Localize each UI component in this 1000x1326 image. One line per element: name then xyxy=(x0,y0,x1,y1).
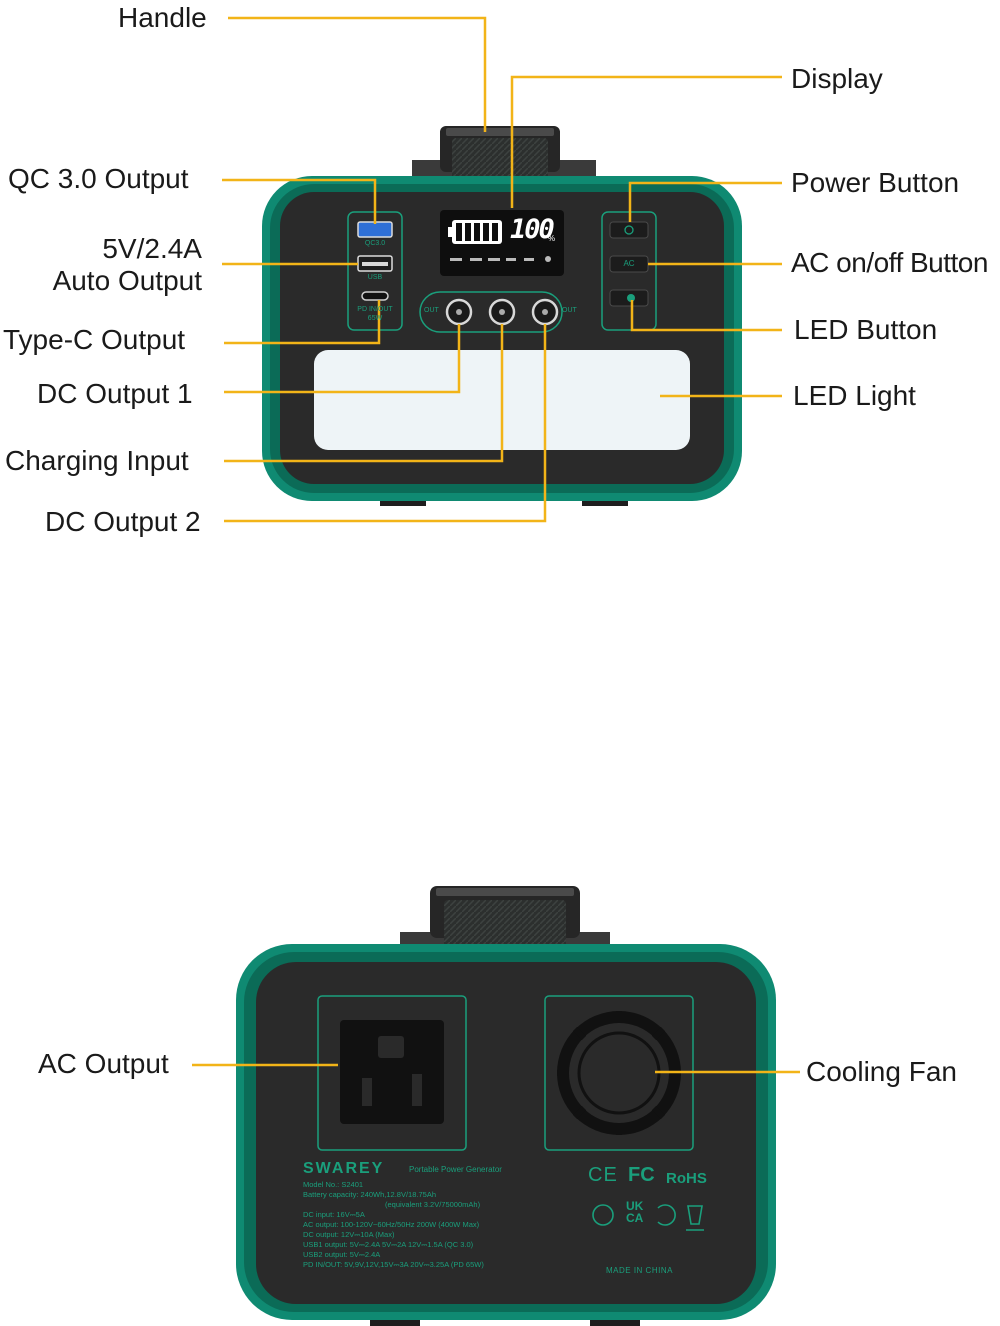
back-leader-lines xyxy=(192,1063,800,1074)
dc-output-2-port xyxy=(531,298,559,326)
display-icons-row xyxy=(450,256,551,262)
leader-handle xyxy=(228,16,487,132)
ac-outlet-frame xyxy=(317,995,467,1151)
spec-line: (equivalent 3.2V/75000mAh) xyxy=(385,1200,481,1209)
label-usb-auto-output-line1: 5V/2.4A xyxy=(102,233,202,264)
cert-ukca: UK CA xyxy=(626,1199,644,1225)
usb-port-text: USB xyxy=(367,274,383,281)
spec-line: Model No.: S2401 xyxy=(303,1180,364,1189)
battery-bar xyxy=(483,223,489,241)
label-dc-output-2: DC Output 2 xyxy=(45,506,201,537)
label-led-light: LED Light xyxy=(793,380,916,411)
back-device xyxy=(236,886,776,1326)
leader-typec xyxy=(224,300,381,345)
label-ac-button: AC on/off Button xyxy=(791,247,988,278)
spec-line: USB1 output: 5V⎓2.4A 5V⎓2A 12V⎓1.5A (QC … xyxy=(303,1240,474,1249)
label-qc30-output: QC 3.0 Output xyxy=(8,163,189,194)
display-unit: % xyxy=(548,234,556,243)
cert-rohs: RoHS xyxy=(666,1170,707,1187)
spec-line: PD IN/OUT: 5V,9V,12V,15V⎓3A 20V⎓3.25A (P… xyxy=(303,1260,484,1269)
pd-port-text-line2: 65W xyxy=(367,315,383,322)
power-icon xyxy=(624,225,634,235)
brand-subtitle: Portable Power Generator xyxy=(409,1165,502,1174)
cert-fc: FC xyxy=(628,1164,655,1186)
battery-bars xyxy=(456,223,498,241)
leader-display xyxy=(510,75,782,208)
cooling-fan-grille xyxy=(557,1011,681,1135)
dc-output-1-port xyxy=(445,298,473,326)
label-dc-output-1: DC Output 1 xyxy=(37,378,193,409)
label-ac-output: AC Output xyxy=(38,1048,169,1079)
label-usb-auto-output-line2: Auto Output xyxy=(52,265,202,296)
display-value: 100 xyxy=(510,214,555,245)
qc30-usb-port xyxy=(357,221,393,238)
label-charging-input: Charging Input xyxy=(5,445,189,476)
label-handle: Handle xyxy=(118,2,207,33)
dc-port-group xyxy=(419,291,563,333)
spec-line: USB2 output: 5V⎓2.4A xyxy=(303,1250,381,1259)
label-led-button: LED Button xyxy=(794,314,938,345)
spec-line: DC output: 12V⎓10A (Max) xyxy=(303,1230,395,1239)
charging-input-port xyxy=(488,298,516,326)
spec-line: DC input: 16V⎓5A xyxy=(303,1210,365,1219)
brand-logo: SWAREY xyxy=(303,1160,385,1177)
leader-power xyxy=(628,181,782,222)
battery-bar xyxy=(465,223,471,241)
label-typec-output: Type-C Output xyxy=(3,324,186,355)
ac-outlet xyxy=(340,1020,444,1124)
typec-port xyxy=(361,291,389,301)
ac-button-text: AC xyxy=(623,259,635,268)
fcc-circle-icon xyxy=(592,1204,614,1226)
label-display: Display xyxy=(791,63,883,94)
back-handle xyxy=(400,886,610,956)
power-button xyxy=(609,221,649,239)
leader-dc1 xyxy=(224,324,461,394)
battery-bar xyxy=(492,223,498,241)
pd-port-text-line1: PD IN/OUT xyxy=(357,306,393,313)
leader-led-button xyxy=(630,300,782,332)
leader-charging xyxy=(224,324,504,463)
front-leader-lines xyxy=(222,16,782,523)
label-power-button: Power Button xyxy=(791,167,960,198)
dc-out-right-text: OUT xyxy=(562,307,577,314)
label-cooling-fan: Cooling Fan xyxy=(806,1056,957,1087)
battery-bar xyxy=(474,223,480,241)
leader-qc30 xyxy=(222,178,377,224)
dc-out-left-text: OUT xyxy=(424,307,439,314)
front-device xyxy=(262,126,742,506)
spec-line: AC output: 100-120V~60Hz/50Hz 200W (400W… xyxy=(303,1220,480,1229)
cert-ce: CE xyxy=(588,1164,618,1186)
qc30-port-text: QC3.0 xyxy=(364,240,386,247)
made-in-text: MADE IN CHINA xyxy=(606,1266,673,1275)
cert-icons xyxy=(592,1204,704,1231)
recycle-icon xyxy=(657,1204,676,1226)
leader-dc2 xyxy=(224,324,547,523)
spec-line: Battery capacity: 240Wh,12.8V/18.75Ah xyxy=(303,1190,436,1199)
weee-bin-icon xyxy=(686,1205,704,1231)
battery-bar xyxy=(456,223,462,241)
